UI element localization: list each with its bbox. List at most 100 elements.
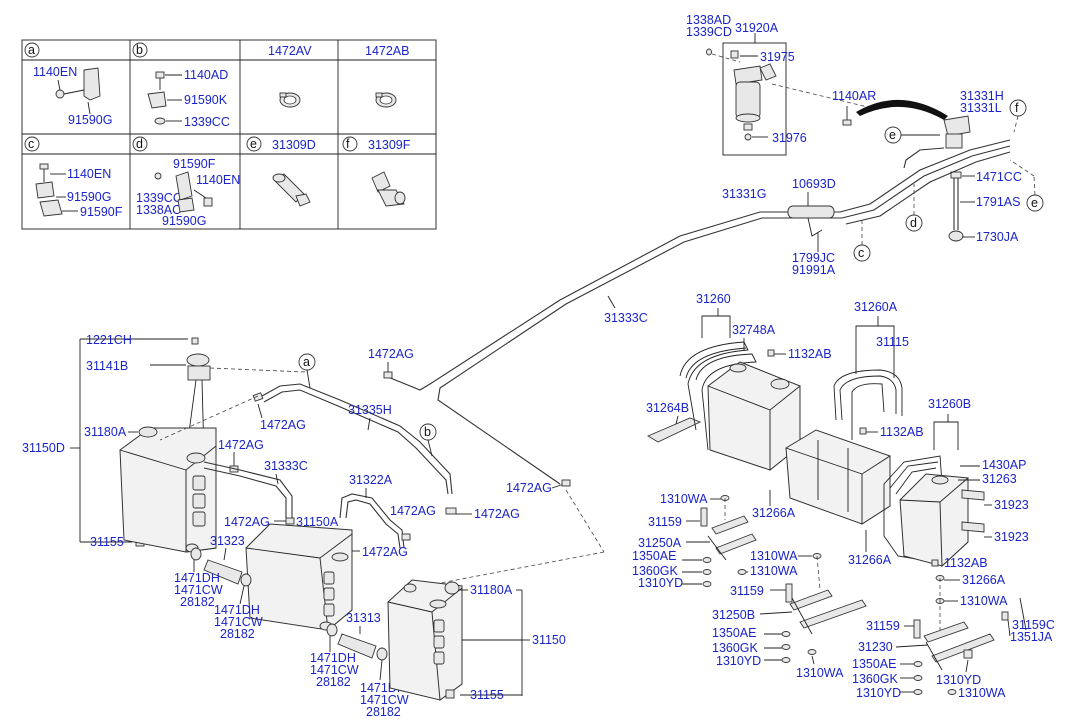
label-31250a: 31250A [638,536,682,550]
label-31335h: 31335H [348,403,392,417]
label-1310yd-3: 1310YD [856,686,901,700]
label-1472ag-8: 1472AG [506,481,552,495]
callout-b: b [424,425,431,439]
bolt-icon [147,71,182,125]
label-31159-1: 31159 [648,515,682,529]
legend-d-91590f: 91590F [173,157,216,171]
label-31333c-top: 31333C [604,311,648,325]
clip-bracket-icon [55,67,101,115]
label-31923-1: 31923 [994,498,1029,512]
label-28182-1: 28182 [180,595,215,609]
label-1471cw-3: 1471CW [310,663,359,677]
label-31323: 31323 [210,534,245,548]
label-28182-4: 28182 [366,705,401,719]
hose-clamp-icon [375,92,397,108]
callout-f: f [1015,101,1019,115]
label-31260: 31260 [696,292,731,306]
legend-d-1140en: 1140EN [196,173,240,187]
connector-icon [272,173,311,207]
mounting-bracket [707,515,757,561]
label-1351ja: 1351JA [1010,630,1053,644]
label-1471dh-3: 1471DH [310,651,356,665]
legend-c-91590g: 91590G [67,190,111,204]
label-31331l: 31331L [960,101,1002,115]
label-1132ab-2: 1132AB [880,425,924,439]
label-1799jc: 1799JC [792,251,835,265]
legend-cell-f-part: 31309F [368,138,411,152]
fuel-tank [245,523,353,631]
tank-strap [833,369,903,440]
label-1310wa-1: 1310WA [660,492,708,506]
bolt-icon [842,106,852,126]
label-31975: 31975 [760,50,795,64]
label-1360gk-1: 1360GK [632,564,679,578]
label-1310yd-2: 1310YD [716,654,761,668]
label-1350ae-3: 1350AE [852,657,896,671]
label-1471cw-4: 1471CW [360,693,409,707]
label-31331h: 31331H [960,89,1004,103]
legend-header-b: b [136,43,143,57]
label-1350ae-2: 1350AE [712,626,756,640]
callout-d: d [910,216,917,230]
label-1339cd: 1339CD [686,25,732,39]
label-1360gk-2: 1360GK [712,641,759,655]
legend-cell-e-part: 31309D [272,138,316,152]
legend-b-1140ad: 1140AD [184,68,228,82]
legend-a-91590g: 91590G [68,113,112,127]
hose-connector [190,547,252,587]
label-1472ag-6: 1472AG [362,545,408,559]
label-1472ag-5: 1472AG [390,504,436,518]
label-1338ad: 1338AD [686,13,731,27]
label-1310yd-4: 1310YD [936,673,981,687]
legend-c-1140en: 1140EN [67,167,111,181]
label-31322a: 31322A [349,473,393,487]
label-31263: 31263 [982,472,1017,486]
legend-d-1338ac: 1338AC [136,203,181,217]
arrow-icon [856,99,948,120]
label-31180a-1: 31180A [84,425,127,439]
label-91991a: 91991A [792,263,836,277]
callout-e: e [889,128,896,142]
label-31313: 31313 [346,611,381,625]
label-1471cw-1: 1471CW [174,583,223,597]
label-32748a: 32748A [732,323,776,337]
legend-header-f: f [346,137,350,151]
fuel-tank [387,579,463,701]
label-1430ap: 1430AP [982,458,1026,472]
hose-clamp-icon [279,92,301,108]
label-1471dh-1: 1471DH [174,571,220,585]
label-1472ag-7: 1472AG [474,507,520,521]
mounting-bracket [789,589,867,635]
legend-table: a b 1472AV 1472AB c d e 31309D f 31309F … [21,39,437,230]
label-31141b: 31141B [86,359,128,373]
label-1471cw-2: 1471CW [214,615,263,629]
label-10693d: 10693D [792,177,836,191]
clip-bracket-icon [35,163,78,217]
label-1310yd-1: 1310YD [638,576,683,590]
label-31266a-3: 31266A [962,573,1006,587]
clip-bracket-icon [154,171,213,213]
label-31155-1: 31155 [90,535,124,549]
label-31230: 31230 [858,640,893,654]
label-1310wa-2: 1310WA [750,549,798,563]
legend-header-1472ab: 1472AB [365,44,409,58]
label-1471cc: 1471CC [976,170,1022,184]
label-31155-2: 31155 [470,688,504,702]
fuel-line [387,139,1011,485]
label-31976: 31976 [772,131,807,145]
label-31150a: 31150A [296,515,339,529]
elbow-connector-icon [371,171,406,207]
legend-header-1472av: 1472AV [268,44,312,58]
label-28182-3: 28182 [316,675,351,689]
label-31266a-1: 31266A [752,506,796,520]
legend-header-c: c [28,137,34,151]
fuel-tank [119,426,217,553]
label-31266a-2: 31266A [848,553,892,567]
label-1221ch: 1221CH [86,333,132,347]
legend-header-d: d [136,137,143,151]
fuel-filter-assembly [706,33,881,156]
label-31260b: 31260B [928,397,971,411]
label-1310wa-6: 1310WA [958,686,1006,700]
